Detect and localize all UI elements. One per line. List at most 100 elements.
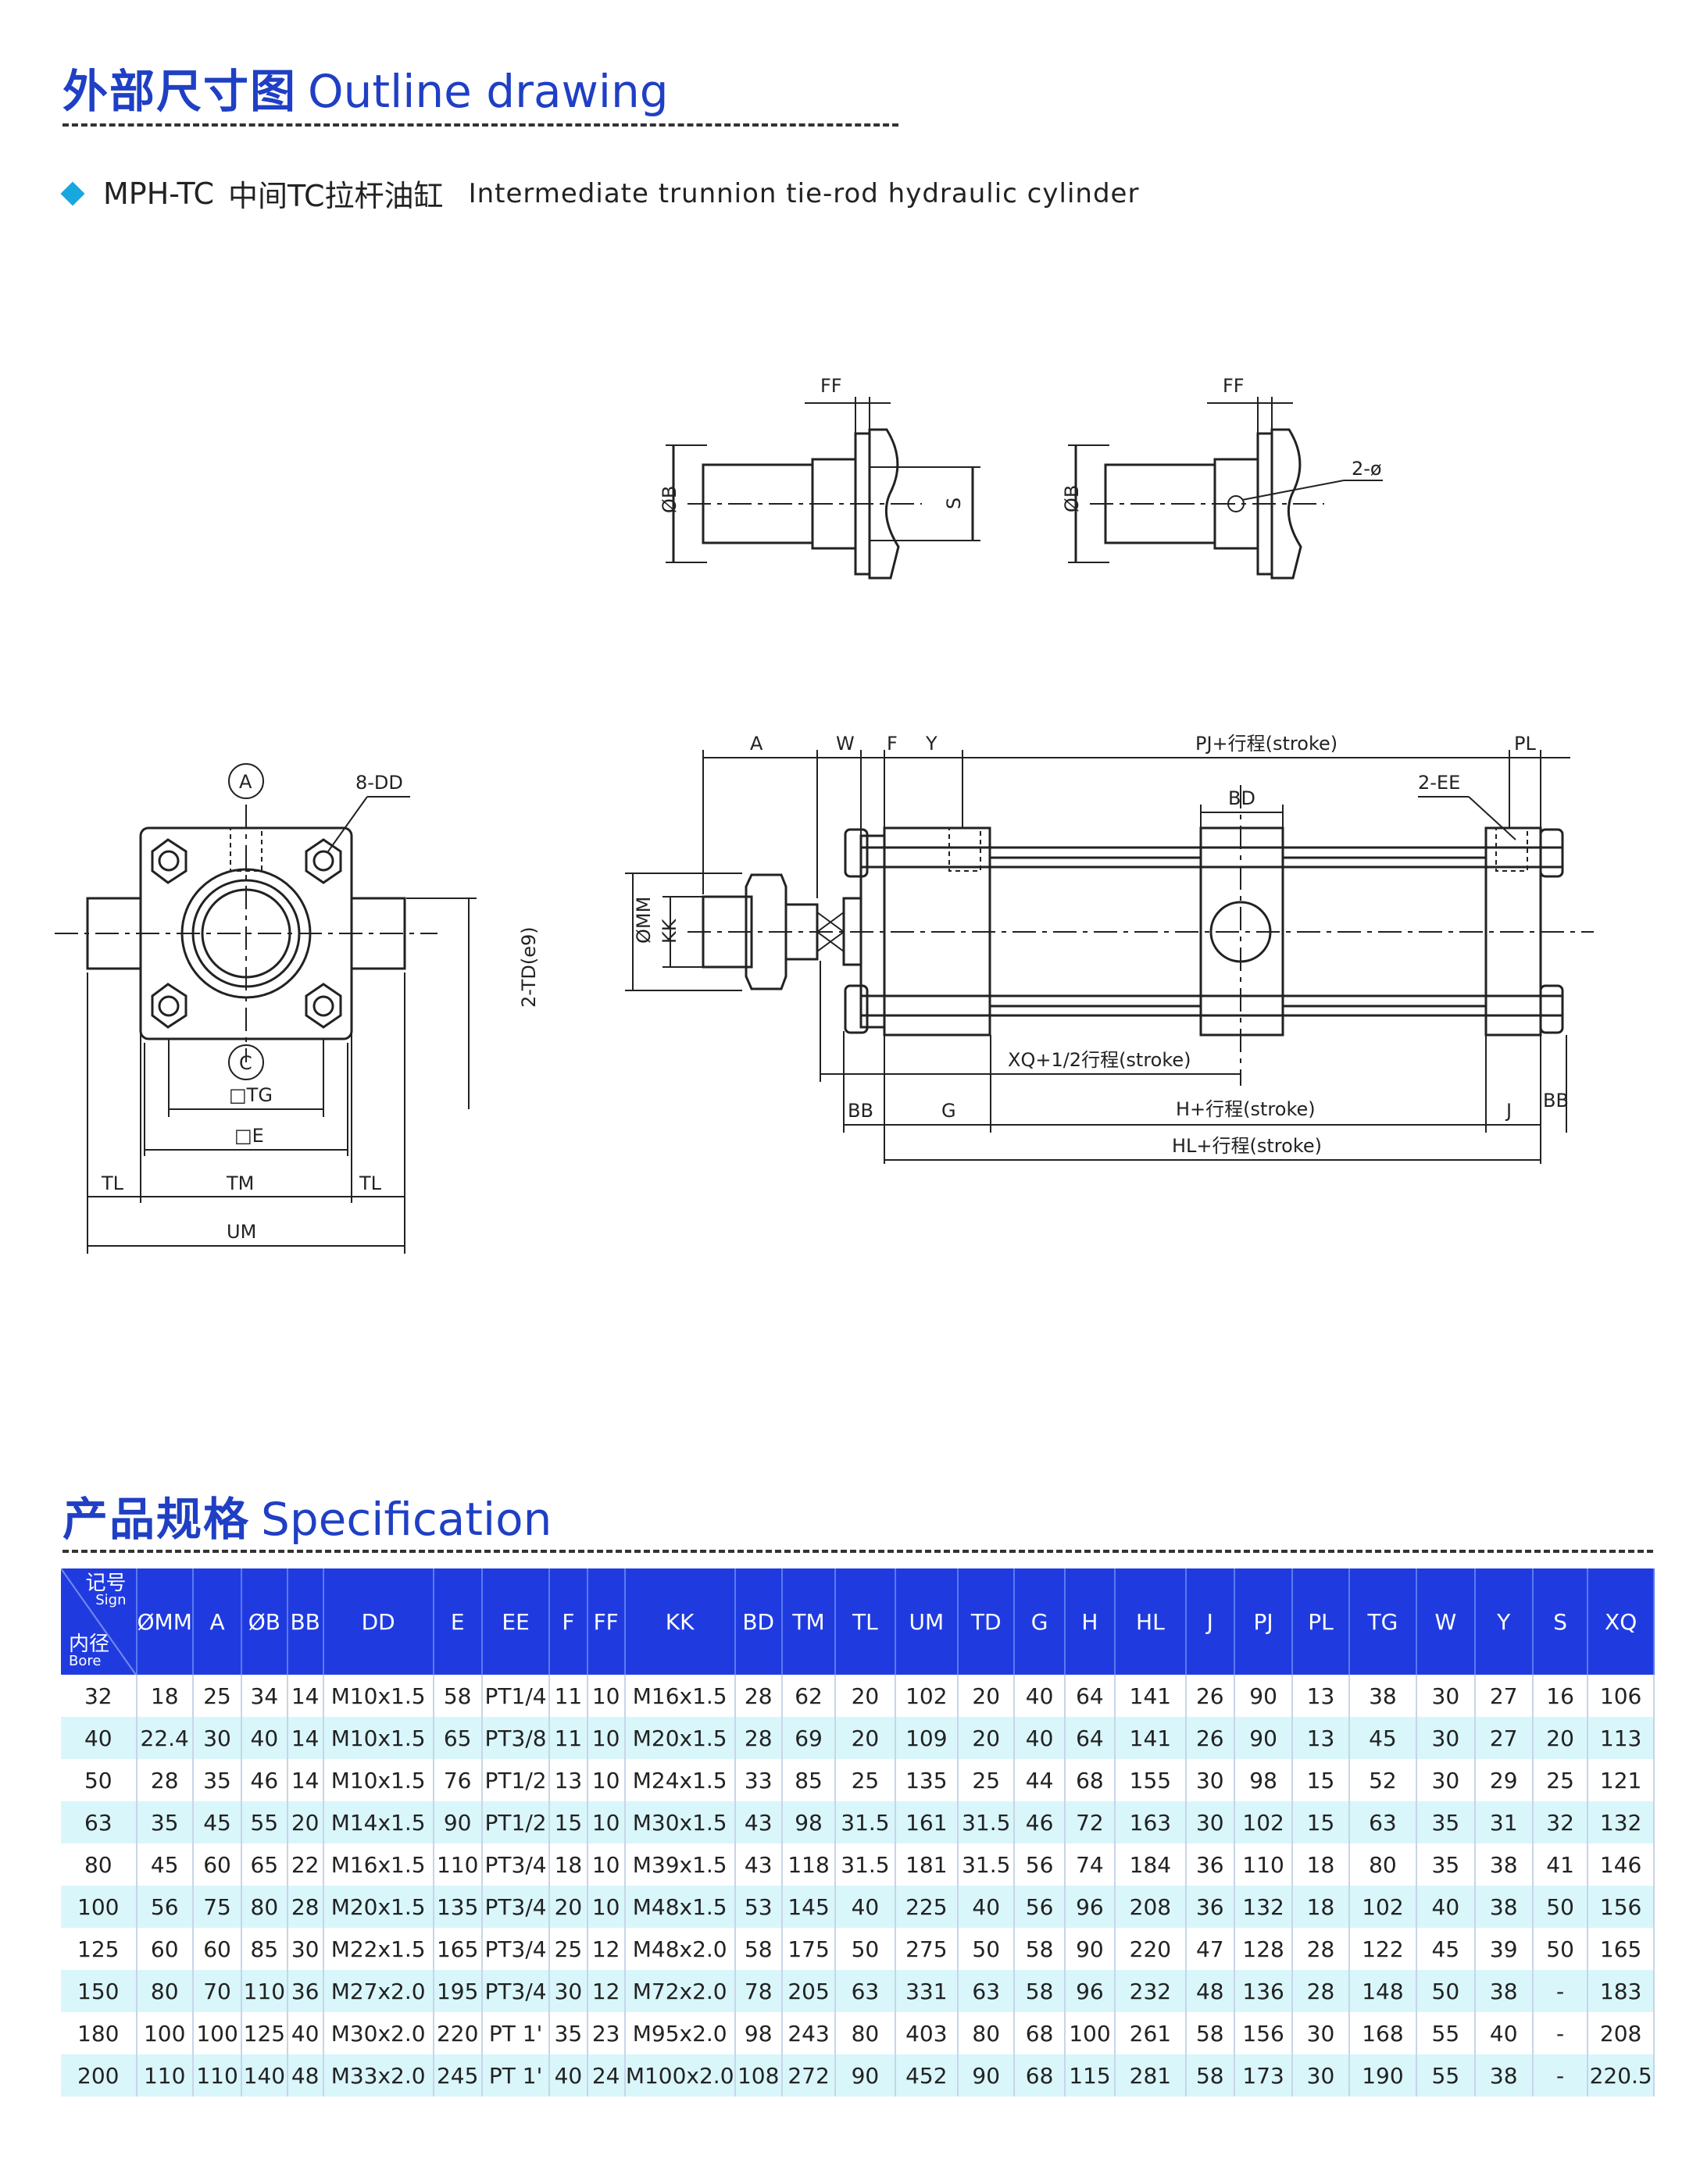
j-dim-label: J xyxy=(1505,1100,1512,1122)
table-cell: 58 xyxy=(433,1675,483,1717)
col-header: PJ xyxy=(1234,1568,1294,1675)
table-cell: 10 xyxy=(587,1717,626,1759)
table-cell: 110 xyxy=(433,1843,483,1886)
table-cell: 70 xyxy=(192,1970,243,2012)
table-cell: 132 xyxy=(1588,1801,1655,1843)
table-cell: 39 xyxy=(1474,1928,1534,1970)
table-cell: 34 xyxy=(241,1675,288,1717)
hl-dim-label: HL+行程(stroke) xyxy=(1172,1135,1322,1157)
table-cell: 36 xyxy=(1185,1843,1235,1886)
table-cell: 125 xyxy=(241,2012,288,2054)
table-cell: 68 xyxy=(1014,2012,1066,2054)
spec-title-zh: 产品规格 xyxy=(62,1493,251,1546)
table-cell: M39x1.5 xyxy=(624,1843,736,1886)
col-header: HL xyxy=(1115,1568,1187,1675)
table-cell: 40 xyxy=(1014,1717,1066,1759)
table-cell: M30x2.0 xyxy=(323,2012,434,2054)
td-label: 2-TD(e9) xyxy=(518,926,540,1008)
table-cell: 100 xyxy=(1064,2012,1116,2054)
table-cell: 106 xyxy=(1588,1675,1655,1717)
table-cell: 30 xyxy=(1185,1801,1235,1843)
table-cell: 90 xyxy=(433,1801,483,1843)
table-cell: 80 xyxy=(1348,1843,1418,1886)
table-cell: 30 xyxy=(1416,1717,1476,1759)
table-cell: 113 xyxy=(1588,1717,1655,1759)
sign-zh: 记号 xyxy=(85,1572,127,1595)
table-cell: PT3/4 xyxy=(481,1886,551,1928)
table-cell: 148 xyxy=(1348,1970,1418,2012)
table-cell: 232 xyxy=(1115,1970,1187,2012)
table-cell: 96 xyxy=(1064,1886,1116,1928)
table-cell: 58 xyxy=(1014,1970,1066,2012)
table-cell: 115 xyxy=(1064,2054,1116,2097)
table-cell: 44 xyxy=(1014,1759,1066,1801)
rod-end-detail-1 xyxy=(666,397,980,580)
table-cell: 55 xyxy=(1416,2054,1476,2097)
table-cell: 181 xyxy=(895,1843,959,1886)
table-cell: - xyxy=(1532,2054,1589,2097)
table-cell: M30x1.5 xyxy=(624,1801,736,1843)
table-cell: 10 xyxy=(587,1886,626,1928)
table-cell: 18 xyxy=(136,1675,194,1717)
table-cell: 10 xyxy=(587,1843,626,1886)
table-cell: 20 xyxy=(958,1675,1016,1717)
table-cell: 281 xyxy=(1115,2054,1187,2097)
table-cell: 110 xyxy=(1234,1843,1294,1886)
col-header: TM xyxy=(781,1568,837,1675)
table-cell: 38 xyxy=(1474,2054,1534,2097)
table-cell: PT3/4 xyxy=(481,1928,551,1970)
table-cell: 56 xyxy=(1014,1886,1066,1928)
table-cell: 20 xyxy=(287,1801,324,1843)
sign-en: Sign xyxy=(95,1592,127,1608)
table-cell: 58 xyxy=(1185,2054,1235,2097)
s-label: S xyxy=(943,498,965,509)
col-header: G xyxy=(1014,1568,1066,1675)
table-cell: 25 xyxy=(192,1675,243,1717)
table-cell: 331 xyxy=(895,1970,959,2012)
table-cell: 27 xyxy=(1474,1675,1534,1717)
table-cell: 28 xyxy=(1292,1970,1350,2012)
col-header: TL xyxy=(835,1568,896,1675)
table-cell: 98 xyxy=(1234,1759,1294,1801)
table-cell: 80 xyxy=(136,1970,194,2012)
table-cell: 40 xyxy=(241,1717,288,1759)
table-cell: 30 xyxy=(1292,2054,1350,2097)
outline-section-title: 外部尺寸图 Outline drawing xyxy=(62,55,669,120)
table-cell: 90 xyxy=(1234,1717,1294,1759)
table-cell: 50 xyxy=(1532,1886,1589,1928)
table-cell: 40 xyxy=(1014,1675,1066,1717)
table-cell: 132 xyxy=(1234,1886,1294,1928)
bore-cell: 63 xyxy=(61,1801,138,1843)
table-cell: 60 xyxy=(192,1843,243,1886)
table-cell: 38 xyxy=(1474,1886,1534,1928)
table-cell: 31 xyxy=(1474,1801,1534,1843)
table-cell: PT 1' xyxy=(481,2012,551,2054)
table-cell: PT1/2 xyxy=(481,1801,551,1843)
table-cell: 24 xyxy=(587,2054,626,2097)
table-cell: M95x2.0 xyxy=(624,2012,736,2054)
table-cell: 11 xyxy=(549,1675,588,1717)
table-cell: 14 xyxy=(287,1675,324,1717)
outline-drawing: FF FF ØB ØB S 2-ø A C 8-DD □TG □E TL TM … xyxy=(55,375,1594,1254)
tl-label-right: TL xyxy=(359,1172,382,1194)
table-cell: 40 xyxy=(549,2054,588,2097)
table-cell: 50 xyxy=(1416,1970,1476,2012)
table-cell: 62 xyxy=(781,1675,837,1717)
col-header: PL xyxy=(1292,1568,1350,1675)
table-cell: M20x1.5 xyxy=(323,1886,434,1928)
table-cell: 165 xyxy=(1588,1928,1655,1970)
h-dim-label: H+行程(stroke) xyxy=(1176,1098,1316,1120)
model-name-zh: 中间TC拉杆油缸 xyxy=(228,179,444,213)
ff-label-2: FF xyxy=(1223,375,1245,397)
table-cell: PT3/4 xyxy=(481,1843,551,1886)
table-cell: 43 xyxy=(734,1801,783,1843)
table-cell: 45 xyxy=(192,1801,243,1843)
table-cell: 80 xyxy=(241,1886,288,1928)
w-dim-label: W xyxy=(836,733,855,755)
table-cell: 168 xyxy=(1348,2012,1418,2054)
table-cell: 65 xyxy=(433,1717,483,1759)
